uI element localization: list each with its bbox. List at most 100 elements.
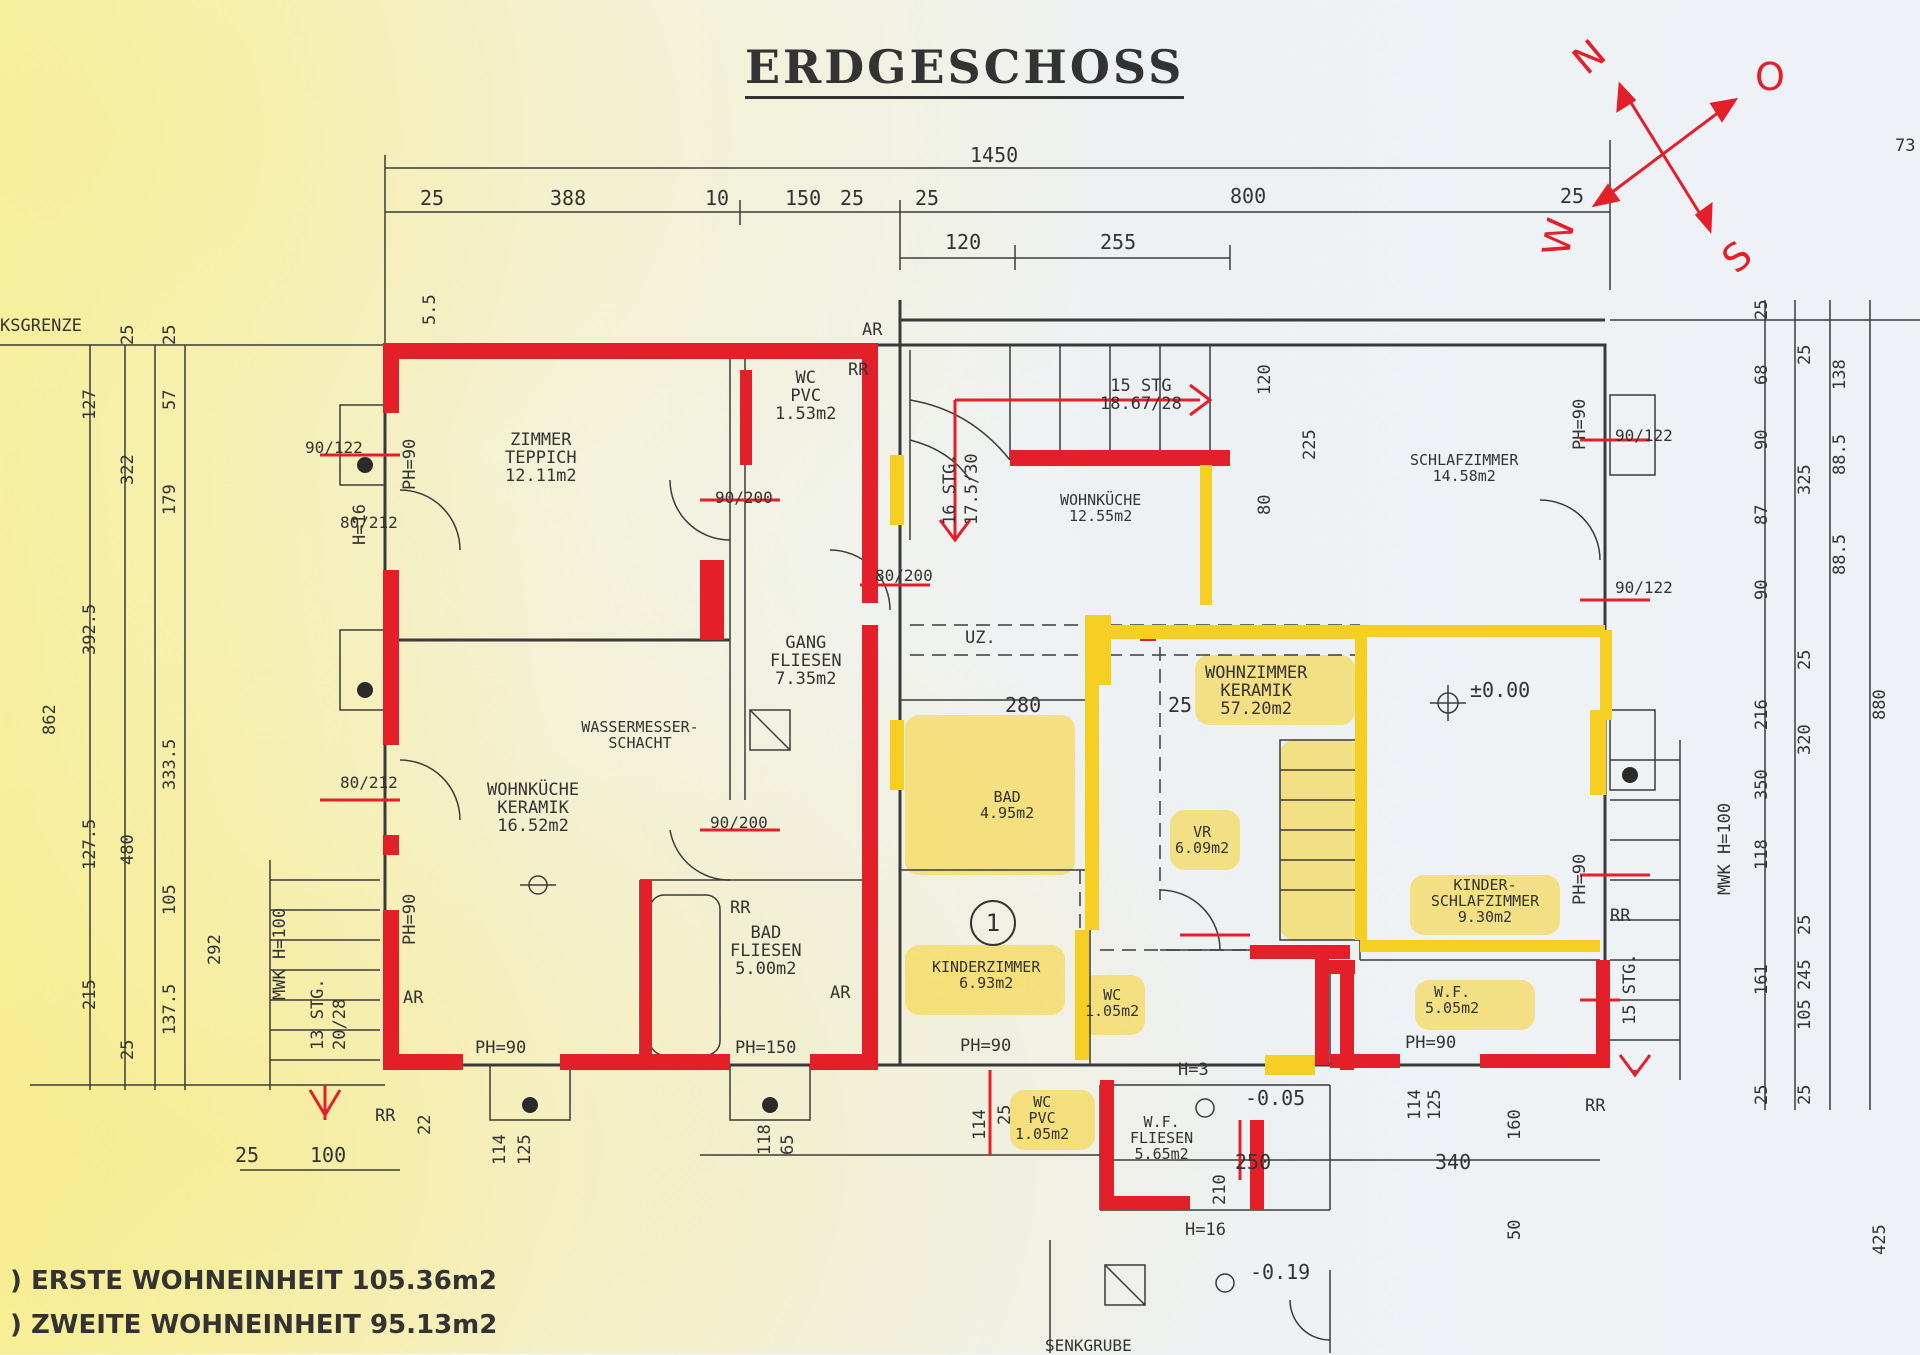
dimension-bottom-2: 22 (415, 1114, 435, 1135)
ph90-label-4: PH=90 (400, 438, 420, 490)
dimension-bottom-4: 125 (515, 1134, 535, 1165)
dimension-bottom-9: 250 (1235, 1150, 1272, 1174)
room-area: 57.20m2 (1220, 698, 1292, 719)
ph90-label-6: PH=90 (1570, 398, 1590, 450)
ph90-label-7: PH=90 (1570, 853, 1590, 905)
room-name: WC (1033, 1093, 1052, 1111)
room-name: BAD (993, 788, 1021, 806)
dimension-80: 80 (1255, 494, 1275, 515)
ar-label-1: AR (862, 320, 883, 340)
room-label-schlafzimmer: SCHLAFZIMMER 14.58m2 (1410, 452, 1518, 485)
dimension-right-11: 216 (1752, 699, 1772, 730)
room-area: 5.00m2 (735, 958, 797, 979)
floor-title: ERDGESCHOSS (745, 40, 1185, 99)
dimension-25: 25 (1168, 693, 1193, 717)
room-area: 5.65m2 (1134, 1144, 1189, 1163)
dimension-left-10: 25 (118, 1039, 138, 1060)
unit-number-badge: 1 (970, 900, 1016, 946)
h3-label: H=3 (1178, 1060, 1209, 1080)
legend-marker-icon: ) (10, 1266, 22, 1296)
highlight-wc (1080, 975, 1145, 1035)
room-label-zimmer: ZIMMER TEPPICH 12.11m2 (505, 431, 577, 486)
room-name: KINDER-SCHLAFZIMMER (1430, 876, 1540, 910)
door-size-3: 90/200 (715, 488, 773, 507)
room-floor: PVC (790, 385, 822, 406)
dimension-left-9: 137.5 (160, 983, 180, 1035)
room-label-wohnkueche-2: WOHNKÜCHE 12.55m2 (1060, 491, 1142, 525)
door-size-1: 80/212 (340, 513, 398, 532)
dimension-top-g: 800 (1230, 184, 1267, 208)
dimension-right-15: 118 (1752, 839, 1772, 870)
dimension-right-18: 25 (1795, 914, 1815, 935)
dimension-right-2: 25 (1795, 344, 1815, 365)
highlight-stair (1280, 740, 1360, 940)
room-floor: KERAMIK (1220, 680, 1292, 701)
level-minus-019: -0.19 (1250, 1260, 1311, 1284)
rr-label-3: RR (1585, 1096, 1606, 1116)
dimension-left-6: 480 (118, 834, 138, 865)
dimension-right-20: 25 (1752, 1084, 1772, 1105)
door-size-2: 80/212 (340, 773, 398, 792)
boundary-label: KSGRENZE (0, 316, 82, 336)
room-label-gang: GANG FLIESEN 7.35m2 (770, 634, 842, 689)
stairs-right-count: 15 STG. (1620, 953, 1640, 1025)
dimension-bottom-6: 65 (778, 1134, 798, 1155)
dimension-top-right-cut: 73 (1895, 136, 1916, 156)
uz-label: UZ. (965, 628, 996, 648)
dimension-right-17: 161 (1752, 964, 1772, 995)
room-floor: TEPPICH (505, 447, 577, 468)
door-size-7: 90/122 (1615, 578, 1673, 597)
room-label-wc-3: WC PVC 1.05m2 (1015, 1093, 1070, 1143)
room-label-vr: VR 6.09m2 (1175, 824, 1230, 857)
wassermesser-label: WASSERMESSER-SCHACHT (581, 718, 699, 752)
dimension-bottom-0: 25 (235, 1143, 260, 1167)
dimension-left-5: 127.5 (80, 818, 100, 870)
dimension-right-14: 350 (1752, 769, 1772, 800)
room-area: 5.05m2 (1425, 998, 1480, 1017)
ph150-label: PH=150 (735, 1038, 797, 1058)
room-area: 1.05m2 (1085, 1001, 1140, 1020)
dimension-left-2: 392.5 (80, 603, 100, 655)
dimension-left-7: 105 (160, 884, 180, 915)
dimension-right-9: 88.5 (1830, 534, 1850, 575)
ph90-label-3: PH=90 (1405, 1033, 1457, 1053)
stairs-left-ratio: 17.5/30 (962, 453, 982, 525)
ar-label-3: AR (830, 983, 851, 1003)
room-area: 6.09m2 (1175, 838, 1230, 857)
dimension-bottom-12: 160 (1505, 1109, 1525, 1140)
ph90-label-5: PH=90 (400, 893, 420, 945)
dimension-total-width: 1450 (970, 143, 1019, 167)
rr-label-5: RR (730, 898, 751, 918)
highlight-kinderschlafzimmer (1410, 875, 1560, 935)
room-name: KINDERZIMMER (932, 958, 1041, 976)
room-name: WOHNKÜCHE (1060, 491, 1142, 509)
room-label-kinderzimmer: KINDERZIMMER 6.93m2 (932, 958, 1041, 992)
level-zero: ±0.00 (1470, 678, 1531, 702)
room-area: 1.05m2 (1015, 1124, 1070, 1143)
legend-marker-icon: ) (10, 1310, 22, 1340)
highlight-vr (1170, 810, 1240, 870)
highlight-wohnzimmer (1195, 655, 1355, 725)
door-size-6: 90/122 (1615, 426, 1673, 445)
dimension-left-14: 25 (118, 324, 138, 345)
stairs-left2-ratio: 20/28 (330, 998, 350, 1050)
dimension-right-3: 138 (1830, 359, 1850, 390)
dimension-120: 120 (1255, 364, 1275, 395)
room-name: WC (795, 368, 816, 388)
dimension-top-h: 25 (1560, 184, 1585, 208)
compass-east-label: O (1755, 55, 1785, 99)
room-area: 14.58m2 (1432, 466, 1496, 485)
room-floor: FLIESEN (770, 650, 842, 671)
mwk-left-label: MWK H=100 (270, 907, 290, 1000)
dimension-left-3: 862 (40, 704, 60, 735)
room-label-wohnkueche-1: WOHNKÜCHE KERAMIK 16.52m2 (487, 781, 579, 836)
dimension-right-6: 87 (1752, 504, 1772, 525)
dimension-top-a: 25 (420, 186, 445, 210)
legend-second-unit: ) ZWEITE WOHNEINHEIT 95.13m2 (10, 1310, 497, 1340)
dimension-bottom-10: 210 (1210, 1174, 1230, 1205)
highlight-wf (1415, 980, 1535, 1030)
dimension-left-16: 5.5 (420, 294, 440, 325)
dimension-right-0: 25 (1752, 299, 1772, 320)
door-size-4: 90/200 (710, 813, 768, 832)
